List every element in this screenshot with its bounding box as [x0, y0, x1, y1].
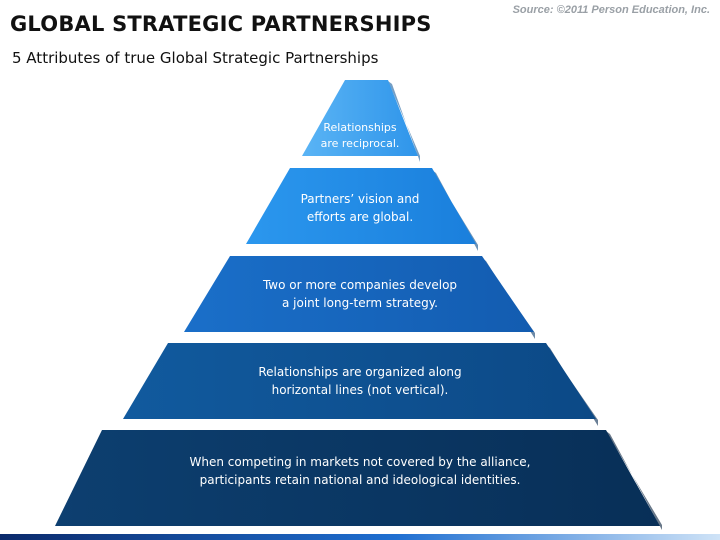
tier-1-line-2: are reciprocal. — [320, 137, 400, 150]
tier-2-line-1: Partners’ vision and — [300, 192, 420, 206]
footer-accent-bar — [0, 534, 720, 540]
pyramid-tier-2 — [246, 168, 476, 244]
tier-4-line-1: Relationships are organized along — [258, 365, 462, 379]
tier-1-text: Relationships are reciprocal. — [300, 116, 420, 156]
tier-3-text: Two or more companies develop a joint lon… — [190, 272, 530, 316]
pyramid-tier-5 — [55, 430, 660, 526]
pyramid-tier-1 — [302, 80, 418, 156]
pyramid-tier-4 — [123, 343, 596, 419]
tier-5-text: When competing in markets not covered by… — [110, 446, 610, 496]
tier-1-line-1: Relationships — [323, 120, 397, 134]
tier-3-line-1: Two or more companies develop — [262, 278, 458, 292]
tier-4-text: Relationships are organized along horizon… — [150, 358, 570, 404]
page-subtitle: 5 Attributes of true Global Strategic Pa… — [12, 49, 379, 67]
page-title: GLOBAL STRATEGIC PARTNERSHIPS — [10, 12, 432, 36]
tier-2-text: Partners’ vision and efforts are global. — [250, 186, 470, 230]
source-note: Source: ©2011 Person Education, Inc. — [512, 4, 710, 16]
tier-4-line-2: horizontal lines (not vertical). — [271, 383, 449, 397]
tier-2-line-2: efforts are global. — [306, 210, 414, 224]
tier-5-line-2: participants retain national and ideolog… — [199, 473, 521, 487]
tier-5-line-1: When competing in markets not covered by… — [189, 455, 531, 469]
tier-3-line-2: a joint long-term strategy. — [281, 296, 438, 310]
pyramid-tier-3 — [184, 256, 534, 332]
